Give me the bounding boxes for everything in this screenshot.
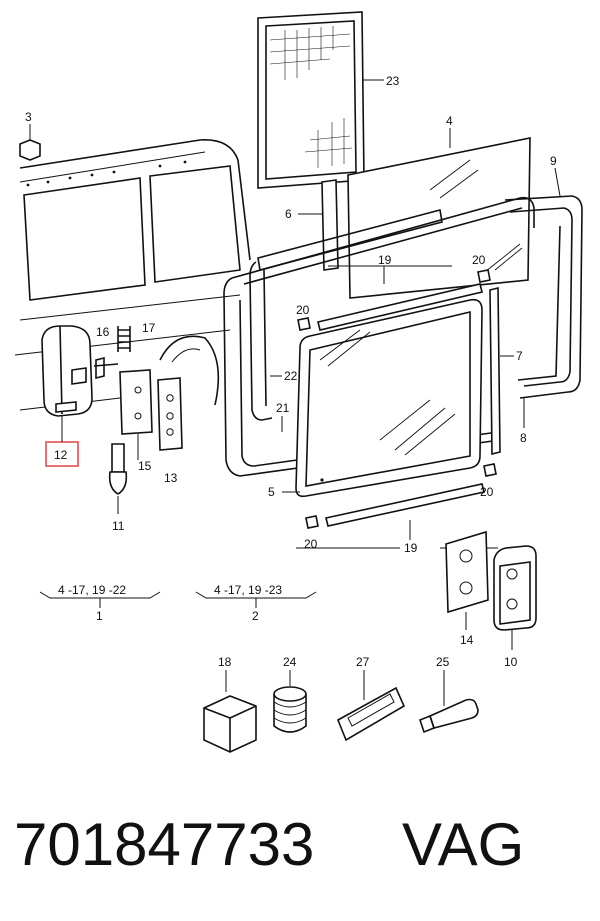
assembly-2-bracket <box>195 591 317 608</box>
part-16-bolt <box>93 356 119 380</box>
part-25-tube <box>419 670 479 734</box>
part-5-sliding-glass <box>282 298 483 498</box>
diagram-svg: 3 23 4 9 6 19 20 20 7 22 21 8 5 20 20 19… <box>14 11 583 753</box>
callout-23: 23 <box>386 74 400 88</box>
callout-10: 10 <box>504 655 518 669</box>
callout-22: 22 <box>284 369 298 383</box>
callout-labels: 3 23 4 9 6 19 20 20 7 22 21 8 5 20 20 19… <box>25 74 557 669</box>
callout-13: 13 <box>164 471 178 485</box>
part-7-vertical-strip <box>489 286 514 456</box>
callout-16: 16 <box>96 325 110 339</box>
part-19-upper-strip <box>317 265 483 331</box>
callout-14: 14 <box>460 633 474 647</box>
part-17-spring <box>117 326 131 352</box>
callout-20-tl: 20 <box>296 303 310 317</box>
callout-11: 11 <box>112 519 125 533</box>
callout-1: 1 <box>96 609 103 623</box>
part-15-hinge-plate <box>119 369 153 460</box>
callout-19-top: 19 <box>378 253 392 267</box>
part-10-seal-frame <box>493 545 537 650</box>
main-window-frame <box>223 196 535 477</box>
callout-18: 18 <box>218 655 232 669</box>
callout-12: 12 <box>54 448 68 462</box>
part-14-seal-plate <box>445 530 489 630</box>
part-20-clips <box>297 269 497 529</box>
assembly-1-bracket <box>39 591 161 608</box>
part-4-glass-pane <box>347 128 531 299</box>
callout-8: 8 <box>520 431 527 445</box>
callout-20-br: 20 <box>480 485 494 499</box>
part-number: 701847733 <box>14 811 315 878</box>
part-27-sealant-pack <box>336 670 406 742</box>
callout-24: 24 <box>283 655 297 669</box>
callout-3: 3 <box>25 110 32 124</box>
callout-27: 27 <box>356 655 370 669</box>
callout-15: 15 <box>138 459 152 473</box>
part-11-pin <box>108 443 128 514</box>
part-24-tape-roll <box>273 670 307 733</box>
callout-20-tr: 20 <box>472 253 486 267</box>
part-18-box <box>203 670 257 753</box>
callout-4: 4 <box>446 114 453 128</box>
callout-17: 17 <box>142 321 156 335</box>
callout-6: 6 <box>285 207 292 221</box>
part-8-9-outer-seal <box>504 167 583 428</box>
part-6-divider-bar <box>298 179 339 271</box>
exploded-parts-diagram: 3 23 4 9 6 19 20 20 7 22 21 8 5 20 20 19… <box>14 11 583 753</box>
callout-5: 5 <box>268 485 275 499</box>
brand-label: VAG <box>402 811 525 878</box>
callout-7: 7 <box>516 349 523 363</box>
assembly-1-range: 4 -17, 19 -22 <box>58 583 126 597</box>
part-3-nut <box>19 124 41 161</box>
part-13-gasket-plate <box>157 377 183 451</box>
callout-25: 25 <box>436 655 450 669</box>
callout-21: 21 <box>276 401 290 415</box>
callout-9: 9 <box>550 154 557 168</box>
part-19-lower-strip <box>296 483 498 549</box>
callout-20-bl: 20 <box>304 537 318 551</box>
part-12-latch-handle <box>41 325 93 417</box>
callout-2: 2 <box>252 609 259 623</box>
caption-bar: 701847733 VAG <box>0 800 600 921</box>
assembly-2-range: 4 -17, 19 -23 <box>214 583 282 597</box>
part-23-mesh-window <box>257 11 384 189</box>
callout-19-bottom: 19 <box>404 541 418 555</box>
